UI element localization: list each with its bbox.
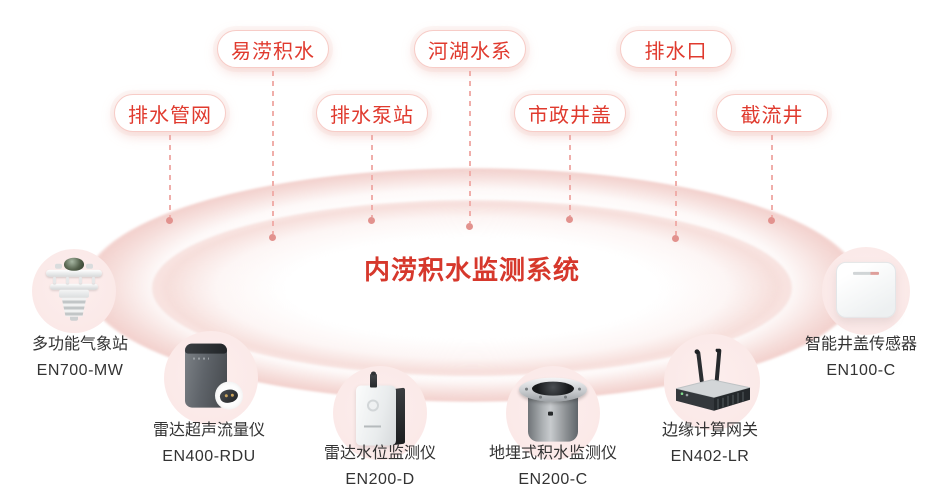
- device-name: 雷达超声流量仪: [152, 422, 265, 439]
- device-halo: [822, 247, 910, 335]
- buried-cylinder: [528, 393, 578, 442]
- device-name: 地埋式积水监测仪: [488, 445, 617, 462]
- tag-pill: 截流井: [716, 94, 828, 132]
- level-body: [356, 385, 396, 446]
- level-print: [364, 425, 381, 428]
- device-label: 雷达水位监测仪 EN200-D: [270, 441, 490, 493]
- ws-ribs: [61, 297, 87, 317]
- device-model: EN402-LR: [670, 448, 750, 465]
- tag-interception-well: 截流井: [716, 94, 828, 224]
- ws-disc: [46, 269, 102, 277]
- tag-river-lake-system: 河湖水系: [414, 30, 526, 230]
- connector-line: [569, 135, 571, 216]
- device-halo: [32, 249, 116, 333]
- device-halo: [664, 334, 760, 430]
- device-model: EN700-MW: [36, 362, 124, 379]
- tag-pill: 河湖水系: [414, 30, 526, 68]
- weather-station-icon: [45, 257, 103, 322]
- device-halo: [333, 366, 427, 460]
- connector-dot: [768, 217, 775, 224]
- device-name: 智能井盖传感器: [804, 336, 917, 353]
- connector-line: [771, 135, 773, 217]
- device-model: EN200-C: [518, 471, 588, 488]
- buried-sensor-window: [532, 381, 574, 396]
- connector-dot: [166, 217, 173, 224]
- device-model: EN400-RDU: [162, 448, 256, 465]
- radar-water-level-monitor-icon: [350, 371, 410, 449]
- connector-line: [675, 71, 677, 235]
- device-name: 边缘计算网关: [661, 422, 758, 439]
- radar-ultrasonic-flowmeter-icon: [179, 342, 243, 412]
- device-label: 地埋式积水监测仪 EN200-C: [443, 441, 663, 493]
- connector-dot: [566, 216, 573, 223]
- ws-neck: [59, 289, 89, 298]
- sensor-print: [853, 271, 879, 275]
- device-halo: [164, 331, 258, 425]
- tag-pill: 排水管网: [114, 94, 226, 132]
- ws-dome: [55, 257, 93, 271]
- connector-line: [272, 71, 274, 234]
- buried-indicator: [548, 411, 553, 416]
- connector-dot: [269, 234, 276, 241]
- ws-cage: [53, 276, 95, 284]
- device-model: EN100-C: [826, 362, 896, 379]
- system-title: 内涝积水监测系统: [363, 255, 580, 285]
- connector-dot: [672, 235, 679, 242]
- level-antenna: [370, 371, 377, 388]
- ws-disc: [50, 283, 98, 290]
- tag-drainage-outlet: 排水口: [620, 30, 732, 242]
- connector-line: [169, 135, 171, 217]
- connector-dot: [466, 223, 473, 230]
- device-name: 多功能气象站: [31, 336, 128, 353]
- tag-pill: 排水口: [620, 30, 732, 68]
- tag-pill: 易涝积水: [217, 30, 329, 68]
- flowmeter-clamp: [218, 387, 240, 405]
- device-name: 雷达水位监测仪: [323, 445, 436, 462]
- level-button: [367, 399, 379, 412]
- ws-foot: [70, 316, 78, 321]
- connector-line: [469, 71, 471, 223]
- device-label: 智能井盖传感器 EN100-C: [751, 332, 938, 384]
- smart-manhole-cover-sensor-icon: [836, 261, 896, 318]
- device-halo: [506, 366, 600, 460]
- tag-drainage-pump-station: 排水泵站: [316, 94, 428, 224]
- device-label: 边缘计算网关 EN402-LR: [600, 418, 820, 470]
- edge-computing-gateway-icon: [670, 347, 754, 413]
- tag-municipal-manhole-cover: 市政井盖: [514, 94, 626, 223]
- flowmeter-accessory: [215, 381, 243, 410]
- device-model: EN200-D: [345, 471, 415, 488]
- gateway-drawing: [675, 347, 751, 411]
- connector-line: [371, 135, 373, 217]
- tag-pill: 市政井盖: [514, 94, 626, 132]
- device-label: 多功能气象站 EN700-MW: [0, 332, 190, 384]
- tag-pill: 排水泵站: [316, 94, 428, 132]
- connector-dot: [368, 217, 375, 224]
- buried-water-monitor-icon: [517, 377, 589, 446]
- tag-flood-prone-water: 易涝积水: [217, 30, 329, 241]
- tag-drainage-pipe-network: 排水管网: [114, 94, 226, 224]
- device-label: 雷达超声流量仪 EN400-RDU: [99, 418, 319, 470]
